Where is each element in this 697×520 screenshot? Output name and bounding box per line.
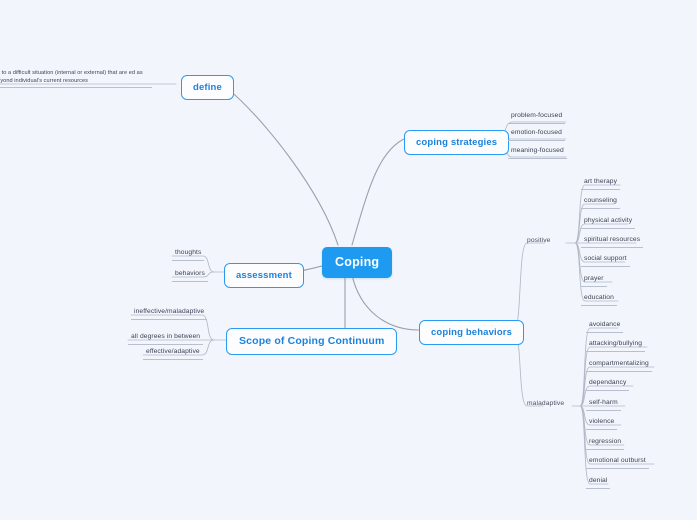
leaf-regression[interactable]: regression: [586, 437, 625, 450]
leaf-violence[interactable]: violence: [586, 417, 618, 430]
leaf-education[interactable]: education: [581, 293, 617, 306]
leaf-physical-activity[interactable]: physical activity: [581, 216, 636, 229]
branch-label-coping-behaviors: coping behaviors: [431, 327, 513, 338]
leaf-label: spiritual resources: [584, 236, 641, 243]
leaf-label: education: [584, 294, 614, 301]
branch-label-define: define: [193, 82, 222, 93]
leaf-label: problem-focused: [511, 112, 563, 119]
leaf-label: thoughts: [175, 249, 202, 256]
leaf-label: emotion-focused: [511, 129, 562, 136]
leaf-emotion-focused[interactable]: emotion-focused: [508, 128, 565, 141]
leaf-attacking-bullying[interactable]: attacking/bullying: [586, 339, 646, 352]
leaf-label: avoidance: [589, 321, 621, 328]
leaf-behaviors[interactable]: behaviors: [172, 269, 208, 282]
edge-root-coping-strategies: [351, 138, 405, 246]
branch-node-define[interactable]: define: [181, 75, 234, 100]
branch-node-coping-strategies[interactable]: coping strategies: [404, 130, 510, 155]
leaf-label: regression: [589, 438, 622, 445]
leaf-meaning-focused[interactable]: meaning-focused: [508, 146, 567, 159]
leaf-label: social support: [584, 255, 627, 262]
leaf-effective-adaptive[interactable]: effective/adaptive: [143, 347, 203, 360]
leaf-label: all degrees in between: [131, 333, 201, 340]
leaf-counseling[interactable]: counseling: [581, 196, 620, 209]
leaf-define-description[interactable]: se to a difficult situation (internal or…: [0, 69, 152, 89]
leaf-label: ineffective/maladaptive: [134, 308, 205, 315]
edge-root-scope: [344, 277, 354, 331]
leaf-art-therapy[interactable]: art therapy: [581, 177, 621, 190]
group-label: positive: [527, 237, 551, 244]
branch-node-scope-of-coping-continuum[interactable]: Scope of Coping Continuum: [226, 328, 398, 355]
leaf-label: physical activity: [584, 217, 633, 224]
branch-label-scope: Scope of Coping Continuum: [239, 335, 385, 347]
branch-node-coping-behaviors[interactable]: coping behaviors: [419, 320, 525, 345]
leaf-label: effective/adaptive: [146, 348, 200, 355]
leaf-emotional-outburst[interactable]: emotional outburst: [586, 456, 649, 469]
leaf-label: emotional outburst: [589, 457, 646, 464]
leaf-problem-focused[interactable]: problem-focused: [508, 111, 566, 124]
leaf-label: meaning-focused: [511, 147, 564, 154]
leaf-compartmentalizing[interactable]: compartmentalizing: [586, 359, 652, 372]
leaf-avoidance[interactable]: avoidance: [586, 320, 624, 333]
leaf-label: prayer: [584, 275, 604, 282]
group-label-maladaptive[interactable]: maladaptive: [524, 399, 567, 408]
root-label: Coping: [335, 255, 380, 269]
leaf-denial[interactable]: denial: [586, 476, 611, 489]
branch-label-assessment: assessment: [236, 270, 292, 281]
leaf-label: self-harm: [589, 399, 618, 406]
leaf-label: behaviors: [175, 270, 205, 277]
leaf-label: violence: [589, 418, 615, 425]
branch-node-assessment[interactable]: assessment: [224, 263, 304, 288]
leaf-self-harm[interactable]: self-harm: [586, 398, 621, 411]
leaf-label: attacking/bullying: [589, 340, 643, 347]
edge-cb-positive: [513, 242, 546, 331]
group-label: maladaptive: [527, 400, 565, 407]
leaf-label: art therapy: [584, 178, 618, 185]
leaf-label: se to a difficult situation (internal or…: [0, 70, 143, 85]
leaf-social-support[interactable]: social support: [581, 254, 630, 267]
leaf-label: denial: [589, 477, 608, 484]
edge-root-coping-behaviors: [351, 274, 420, 331]
leaf-dependancy[interactable]: dependancy: [586, 378, 630, 391]
mindmap-root-node[interactable]: Coping: [322, 247, 393, 278]
edge-root-define: [226, 87, 339, 246]
branch-label-coping-strategies: coping strategies: [416, 137, 498, 148]
leaf-ineffective-maladaptive[interactable]: ineffective/maladaptive: [131, 307, 208, 320]
leaf-label: dependancy: [589, 379, 627, 386]
leaf-all-degrees-in-between[interactable]: all degrees in between: [128, 332, 204, 345]
leaf-label: counseling: [584, 197, 617, 204]
leaf-spiritual-resources[interactable]: spiritual resources: [581, 235, 644, 248]
leaf-label: compartmentalizing: [589, 360, 649, 367]
group-label-positive[interactable]: positive: [524, 236, 553, 245]
leaf-prayer[interactable]: prayer: [581, 274, 607, 287]
leaf-thoughts[interactable]: thoughts: [172, 248, 205, 261]
